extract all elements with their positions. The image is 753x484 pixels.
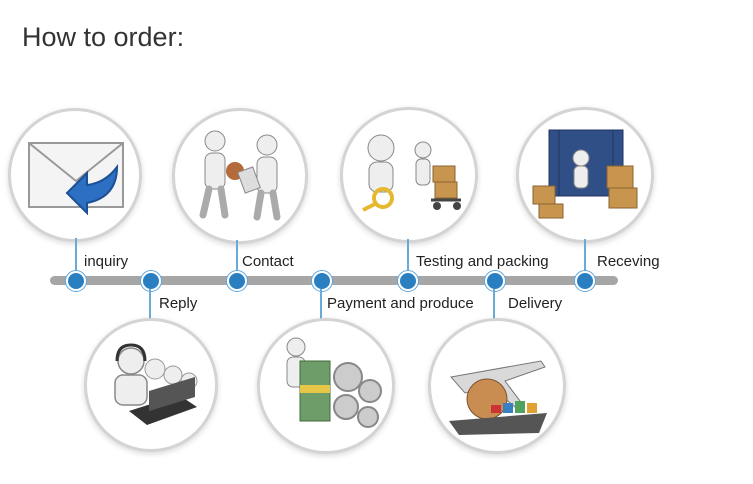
plane-ship-globe-icon	[449, 360, 547, 435]
stem-payment	[320, 289, 322, 319]
timeline-dot-delivery	[485, 271, 505, 291]
label-testing: Testing and packing	[416, 253, 549, 270]
money-gears-icon	[286, 337, 382, 428]
timeline-dot-receving	[575, 271, 595, 291]
step-reply-image	[84, 318, 218, 452]
stem-receving	[584, 239, 586, 278]
stem-reply	[149, 289, 151, 319]
container-boxes-icon	[532, 129, 638, 219]
call-center-icon	[114, 343, 198, 425]
label-reply: Reply	[159, 295, 198, 312]
step-inquiry-image	[8, 108, 142, 242]
timeline-dot-reply	[141, 271, 161, 291]
step-contact-image	[172, 108, 308, 244]
timeline-dot-inquiry	[66, 271, 86, 291]
stem-delivery	[493, 289, 495, 319]
label-inquiry: inquiry	[84, 253, 129, 270]
inspection-boxes-icon	[362, 134, 461, 212]
step-payment-image	[257, 318, 395, 454]
timeline-bar	[50, 276, 618, 285]
label-delivery: Delivery	[508, 295, 563, 312]
step-testing-image	[340, 107, 478, 243]
label-payment: Payment and produce	[327, 295, 474, 312]
label-contact: Contact	[242, 253, 294, 270]
stem-inquiry	[75, 238, 77, 278]
envelope-reply-icon	[28, 142, 124, 216]
timeline-dot-testing	[398, 271, 418, 291]
stem-testing	[407, 239, 409, 278]
timeline-dot-contact	[227, 271, 247, 291]
timeline-dot-payment	[312, 271, 332, 291]
step-delivery-image	[428, 318, 566, 454]
stem-contact	[236, 240, 238, 278]
page-title: How to order:	[22, 22, 185, 52]
label-receving: Receving	[597, 253, 660, 270]
handshake-figures-icon	[199, 130, 281, 221]
step-receving-image	[516, 107, 654, 243]
